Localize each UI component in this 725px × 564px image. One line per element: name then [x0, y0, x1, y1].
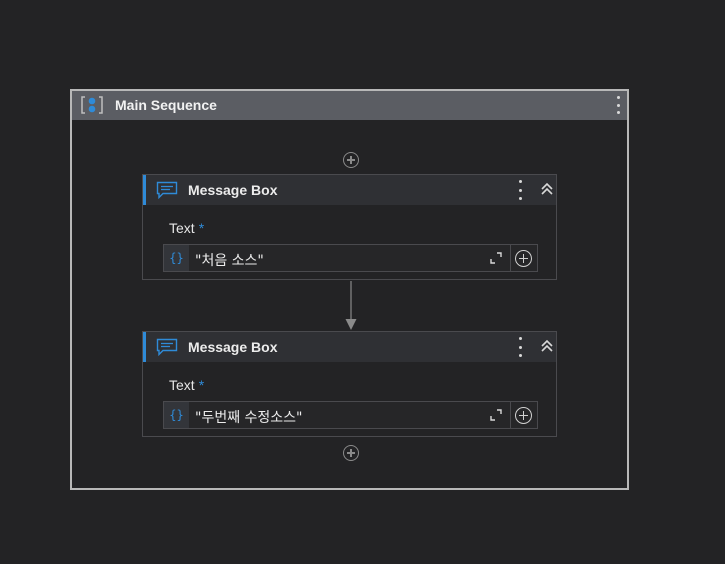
- activity-header[interactable]: Message Box: [143, 332, 556, 362]
- message-box-icon: [156, 338, 178, 356]
- field-add-button[interactable]: [511, 401, 538, 429]
- text-input[interactable]: {} "처음 소스": [163, 244, 511, 272]
- expand-editor-icon[interactable]: [489, 408, 503, 422]
- required-marker: *: [198, 220, 205, 236]
- activity-title: Message Box: [188, 182, 278, 198]
- required-marker: *: [198, 377, 205, 393]
- plus-icon[interactable]: [515, 250, 532, 267]
- message-box-activity-1[interactable]: Message Box Text* {} "처음 소스": [142, 174, 557, 280]
- activity-title: Message Box: [188, 339, 278, 355]
- expression-icon[interactable]: {}: [164, 245, 189, 271]
- plus-icon[interactable]: [515, 407, 532, 424]
- field-label-text: Text: [169, 220, 195, 236]
- text-field-label: Text*: [169, 220, 204, 236]
- sequence-header[interactable]: Main Sequence: [72, 91, 627, 120]
- field-label-text: Text: [169, 377, 195, 393]
- text-input-value: "처음 소스": [195, 253, 264, 269]
- text-field-label: Text*: [169, 377, 204, 393]
- collapse-chevron-icon[interactable]: [539, 338, 555, 354]
- expression-icon[interactable]: {}: [164, 402, 189, 428]
- activity-header[interactable]: Message Box: [143, 175, 556, 205]
- field-add-button[interactable]: [511, 244, 538, 272]
- message-box-activity-2[interactable]: Message Box Text* {} "두번째 수정소스": [142, 331, 557, 437]
- sequence-more-icon[interactable]: [613, 96, 623, 114]
- expand-editor-icon[interactable]: [489, 251, 503, 265]
- add-activity-bottom-icon[interactable]: [343, 445, 359, 461]
- message-box-icon: [156, 181, 178, 199]
- flow-arrow: [345, 281, 357, 330]
- add-activity-top-icon[interactable]: [343, 152, 359, 168]
- activity-more-icon[interactable]: [515, 337, 525, 357]
- collapse-chevron-icon[interactable]: [539, 181, 555, 197]
- activity-more-icon[interactable]: [515, 180, 525, 200]
- sequence-icon: [81, 96, 103, 114]
- text-input[interactable]: {} "두번째 수정소스": [163, 401, 511, 429]
- sequence-title: Main Sequence: [115, 97, 217, 113]
- text-input-value: "두번째 수정소스": [195, 410, 303, 426]
